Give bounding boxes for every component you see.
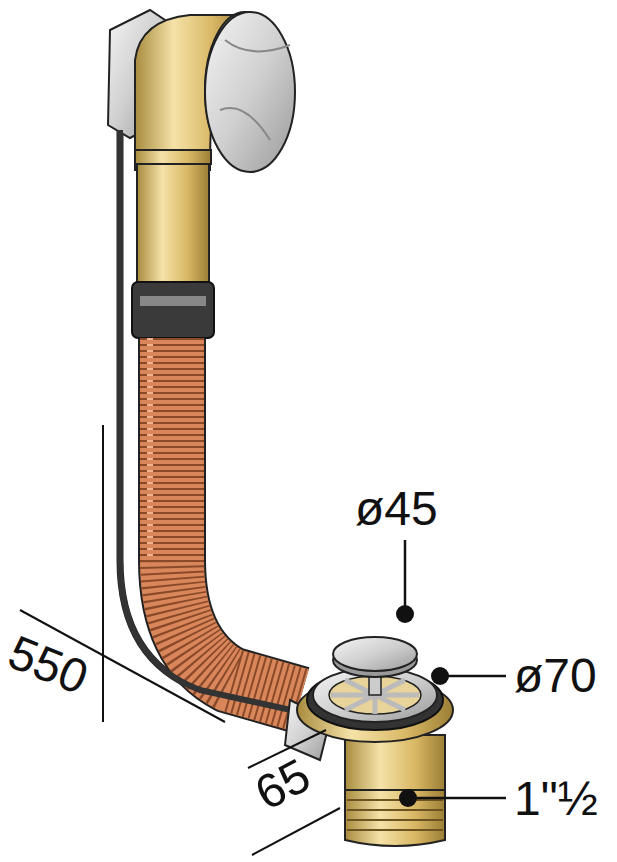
leader-dot xyxy=(431,667,449,685)
dimension-line xyxy=(102,425,104,722)
corrugated-hose xyxy=(172,338,300,700)
dimension-label: 65 xyxy=(248,751,318,818)
dimension-label: 550 xyxy=(2,628,94,703)
overflow-knob xyxy=(205,12,295,172)
leader-dot xyxy=(399,789,417,807)
leader-line xyxy=(404,540,407,612)
knob-grip xyxy=(220,40,290,140)
thread-size-label: 1"½ xyxy=(514,775,598,823)
cable xyxy=(120,130,300,712)
diameter-label: ø70 xyxy=(514,652,597,700)
leader-line xyxy=(408,797,506,800)
hose-coupling xyxy=(132,282,214,338)
diameter-label: ø45 xyxy=(355,485,438,533)
leader-dot xyxy=(396,605,414,623)
dimension-line xyxy=(252,808,340,855)
overflow-pipe xyxy=(137,150,209,290)
cable xyxy=(120,130,300,712)
hose-coupling xyxy=(140,296,206,306)
leader-line xyxy=(440,675,506,678)
hose-ribs xyxy=(172,338,300,700)
pipe-collar xyxy=(135,150,211,164)
cable xyxy=(120,130,300,712)
corrugated-hose xyxy=(172,338,300,700)
drain-plug xyxy=(333,637,417,671)
hose-highlight xyxy=(147,338,153,560)
thread-lines xyxy=(347,800,443,830)
